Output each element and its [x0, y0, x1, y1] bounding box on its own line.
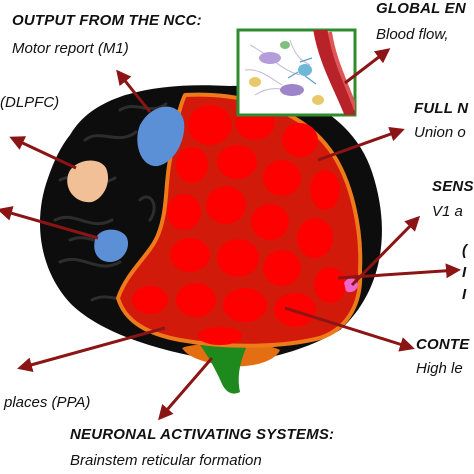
activating-systems-title: NEURONAL ACTIVATING SYSTEMS: — [70, 426, 335, 443]
arrow-sensory — [350, 215, 421, 287]
context-subtitle: High le — [416, 360, 463, 377]
output-subtitle: Motor report (M1) — [12, 40, 129, 57]
sensory-subtitle: V1 a — [432, 203, 463, 220]
arrow-output — [116, 69, 152, 113]
sensory-title: SENS — [432, 178, 474, 195]
arrow-global — [344, 48, 391, 85]
arrow-ppa — [17, 326, 166, 373]
context-title: CONTE — [416, 336, 470, 353]
arrow-frontal — [0, 206, 99, 240]
arrow-nas — [158, 357, 214, 421]
frontal-blue-region — [94, 229, 129, 262]
global-subtitle: Blood flow, — [376, 26, 449, 43]
arrow-context — [284, 306, 415, 352]
pointer-arrows — [0, 48, 461, 421]
right-fragment-3: I — [462, 286, 467, 303]
right-fragment-2: I — [462, 264, 467, 281]
ppa-label: places (PPA) — [4, 394, 91, 411]
right-fragment-1: ( — [462, 242, 468, 259]
neural-tissue-inset — [236, 28, 357, 117]
ncc-hot-zone — [116, 92, 363, 348]
arrow-dlpfc — [9, 136, 77, 170]
brainstem-region — [200, 343, 246, 394]
full-title: FULL N — [414, 100, 469, 117]
dlpfc-label: (DLPFC) — [0, 94, 60, 111]
output-title: OUTPUT FROM THE NCC: — [12, 12, 202, 29]
activating-systems-subtitle: Brainstem reticular formation — [70, 452, 262, 469]
ncc-blobs — [132, 104, 346, 345]
full-subtitle: Union o — [414, 124, 466, 141]
global-title: GLOBAL EN — [376, 0, 466, 17]
arrow-right — [337, 263, 461, 280]
arrow-full — [317, 126, 405, 162]
dlpfc-region — [67, 160, 109, 203]
motor-cortex-region — [137, 106, 185, 167]
